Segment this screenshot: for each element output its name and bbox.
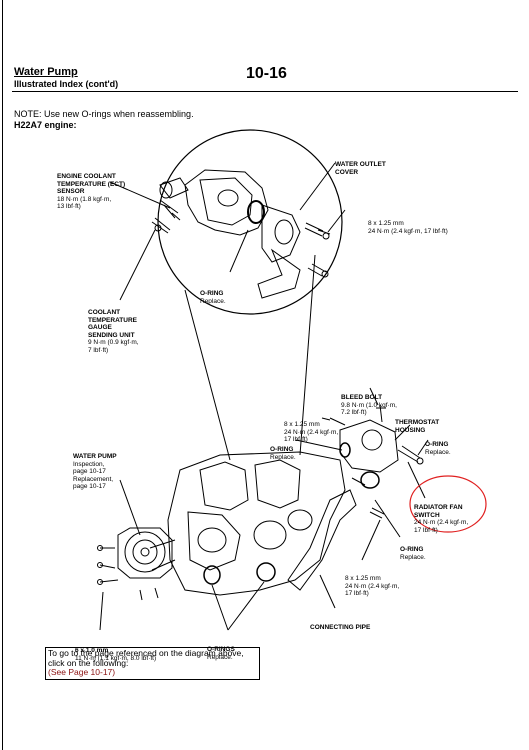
reference-instruction-line2: click on the following: [48, 657, 129, 668]
page-number: 10-16 [246, 65, 287, 82]
engine-heading: H22A7 engine: [14, 120, 77, 130]
reassembly-note: NOTE: Use new O-rings when reassembling. [14, 109, 194, 119]
highlight-circle [409, 475, 487, 533]
label-water-outlet-cover: WATER OUTLET COVER [335, 161, 386, 176]
label-thermostat-housing: THERMOSTAT HOUSING [395, 419, 440, 434]
section-title: Water Pump [14, 66, 78, 78]
see-page-link[interactable]: (See Page 10-17) [48, 667, 116, 677]
label-bolt-mid: 8 x 1.25 mm 24 N·m (2.4 kgf·m, 17 lbf·ft… [284, 421, 339, 443]
header-rule [12, 91, 518, 92]
label-connecting-pipe: CONNECTING PIPE [310, 624, 371, 631]
page-reference-box: To go to the page referenced on the diag… [45, 647, 260, 680]
label-bolt-low: 8 x 1.25 mm 24 N·m (2.4 kgf·m, 17 lbf·ft… [345, 575, 400, 597]
section-subtitle: Illustrated Index (cont'd) [14, 79, 119, 89]
reference-instruction-line1: To go to the page referenced on the diag… [48, 648, 244, 658]
page-left-rule [2, 0, 3, 750]
label-bolt-top: 8 x 1.25 mm 24 N·m (2.4 kgf·m, 17 lbf·ft… [368, 220, 448, 235]
